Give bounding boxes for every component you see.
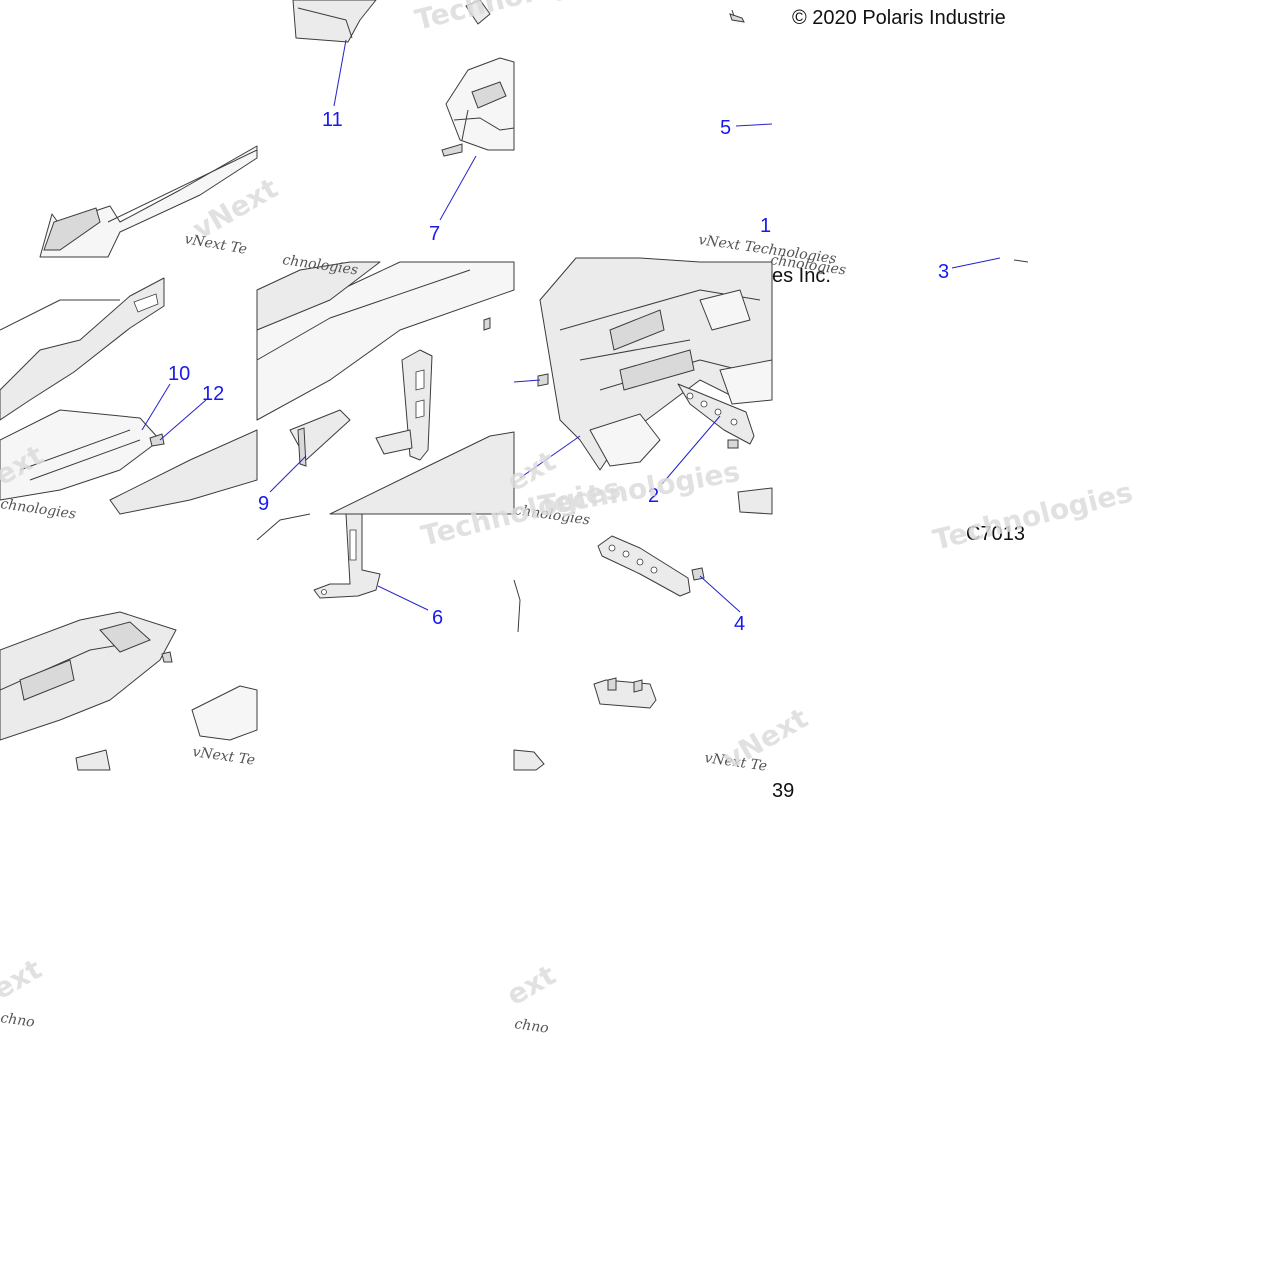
copyright-text-2: es Inc. xyxy=(772,265,831,287)
dash-panel-part xyxy=(537,257,773,515)
callout-1: 1 xyxy=(760,215,771,237)
post-bracket-part xyxy=(256,513,381,599)
leader-4 xyxy=(699,575,741,613)
watermark-caption-10: chno xyxy=(513,1016,549,1037)
drawing-code: C7013 xyxy=(966,523,1025,545)
leader-10 xyxy=(141,383,171,431)
leader-11 xyxy=(333,39,347,107)
callout-3: 3 xyxy=(938,261,949,283)
callout-9: 9 xyxy=(258,493,269,515)
callout-7: 7 xyxy=(429,223,440,245)
bumper-frame-part xyxy=(256,261,515,515)
drawing-code-2: 39 xyxy=(772,780,794,802)
leader-3 xyxy=(951,257,1001,269)
leader-panel xyxy=(519,435,581,479)
tray-part xyxy=(0,611,258,771)
leader-12 xyxy=(159,399,207,441)
watermark-caption-9: chno xyxy=(0,1010,36,1031)
bumper-corner-part xyxy=(292,0,515,157)
leader-7 xyxy=(439,155,477,221)
callout-6: 6 xyxy=(432,607,443,629)
rail-bracket-part xyxy=(0,277,258,515)
screw-5 xyxy=(729,9,745,23)
callout-12: 12 xyxy=(202,383,224,405)
mount-bracket-part xyxy=(513,535,705,771)
callout-4: 4 xyxy=(734,613,745,635)
leader-callout-frag xyxy=(513,379,541,383)
callout-10: 10 xyxy=(168,363,190,385)
copyright-text: © 2020 Polaris Industrie xyxy=(792,7,1006,29)
part-3-edge xyxy=(1013,259,1029,263)
callout-11: 11 xyxy=(322,109,343,131)
leader-9 xyxy=(269,455,307,493)
side-rail-part xyxy=(39,145,258,258)
leader-5 xyxy=(735,123,773,127)
leader-2 xyxy=(661,415,721,485)
leader-6 xyxy=(377,585,429,611)
callout-2: 2 xyxy=(648,485,659,507)
callout-5: 5 xyxy=(720,117,731,139)
